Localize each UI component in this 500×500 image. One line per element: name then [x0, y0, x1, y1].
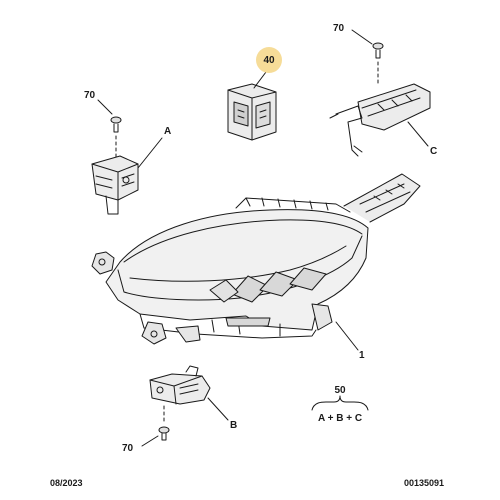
footer-date: 08/2023 — [50, 478, 83, 488]
callout-headlamp: 1 — [359, 350, 365, 361]
callout-bracket-a: A — [164, 126, 172, 137]
callout-module: 40 — [263, 54, 275, 66]
callout-screw-left: 70 — [84, 90, 96, 101]
kit-formula: A + B + C — [317, 413, 363, 424]
kit-number: 50 — [334, 385, 346, 396]
callout-screw-bottom: 70 — [122, 443, 134, 454]
footer-reference: 00135091 — [404, 478, 445, 488]
callout-bracket-b: B — [230, 420, 238, 431]
screw-top-right — [351, 29, 384, 87]
screw-bottom — [141, 405, 170, 447]
bracket-c — [329, 83, 431, 157]
headlamp-assembly — [91, 173, 421, 351]
callout-bracket-c: C — [430, 146, 438, 157]
callout-screw-top-right: 70 — [333, 23, 345, 34]
bracket-a — [91, 137, 163, 215]
bracket-b — [149, 365, 229, 421]
led-module — [227, 71, 277, 141]
kit-brace — [311, 395, 369, 411]
screw-left — [97, 99, 122, 161]
callout-module-badge: 40 — [256, 47, 282, 73]
